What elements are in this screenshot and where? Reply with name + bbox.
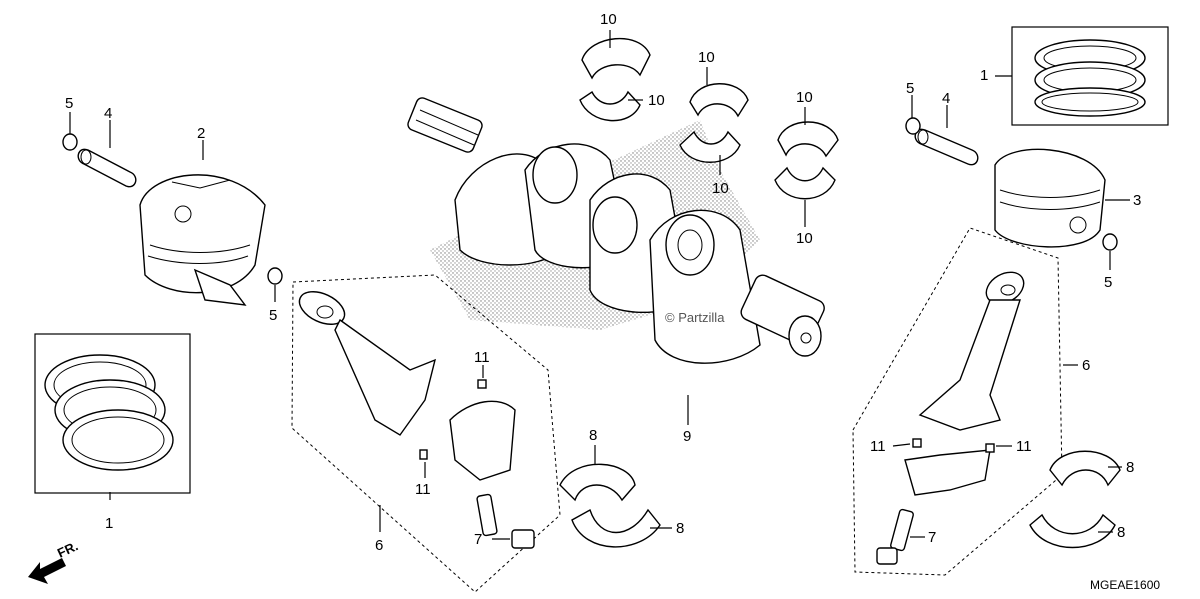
callout-8: 8 [1117, 524, 1125, 541]
piston-pin-left [77, 148, 137, 188]
piston-rings-right [1034, 39, 1146, 117]
callout-6: 6 [1082, 357, 1090, 374]
callout-5: 5 [269, 307, 277, 324]
callout-11: 11 [1016, 438, 1032, 455]
callout-11: 11 [870, 438, 886, 455]
piston-right [994, 148, 1106, 248]
watermark-text: © Partzilla [665, 310, 725, 325]
callout-9: 9 [683, 428, 691, 445]
callout-3: 3 [1133, 192, 1141, 209]
callout-10: 10 [712, 180, 729, 197]
callout-10: 10 [698, 49, 715, 66]
callout-10: 10 [648, 92, 665, 109]
figure-code: MGEAE1600 [1090, 578, 1160, 592]
pin-clip-right-upper [905, 117, 921, 135]
rod-bearings [559, 450, 1121, 549]
callout-6: 6 [375, 537, 383, 554]
connecting-rod-right [876, 271, 1025, 565]
callout-4: 4 [942, 90, 950, 107]
callout-11: 11 [415, 481, 431, 498]
callout-labels: 1 1 2 3 4 4 5 5 5 5 6 6 7 7 8 8 8 8 9 10… [65, 11, 1141, 554]
callout-8: 8 [1126, 459, 1134, 476]
callout-10: 10 [600, 11, 617, 28]
callout-5: 5 [906, 80, 914, 97]
pin-clip-right-lower [1102, 233, 1118, 251]
main-bearings [579, 37, 839, 200]
callout-1: 1 [105, 515, 113, 532]
piston-left [139, 174, 266, 306]
callout-4: 4 [104, 105, 112, 122]
ring-set-box-left [34, 333, 191, 494]
connecting-rod-left [298, 291, 535, 549]
callout-10: 10 [796, 230, 813, 247]
callout-10: 10 [796, 89, 813, 106]
callout-8: 8 [676, 520, 684, 537]
pin-clip-left-lower [267, 267, 283, 285]
crankshaft [407, 97, 825, 364]
pin-clip-left-upper [62, 133, 78, 151]
callout-5: 5 [1104, 274, 1112, 291]
callout-11: 11 [474, 349, 490, 366]
conrod-box-right [852, 227, 1063, 576]
callout-5: 5 [65, 95, 73, 112]
callout-7: 7 [928, 529, 936, 546]
piston-pin-right [914, 128, 979, 166]
front-direction-label: FR. [55, 538, 80, 560]
callout-7: 7 [474, 531, 482, 548]
callout-2: 2 [197, 125, 205, 142]
callout-8: 8 [589, 427, 597, 444]
piston-rings-left [44, 354, 174, 471]
callout-1: 1 [980, 67, 988, 84]
leader-lines [69, 30, 1130, 540]
front-direction-arrow: FR. [28, 538, 80, 584]
